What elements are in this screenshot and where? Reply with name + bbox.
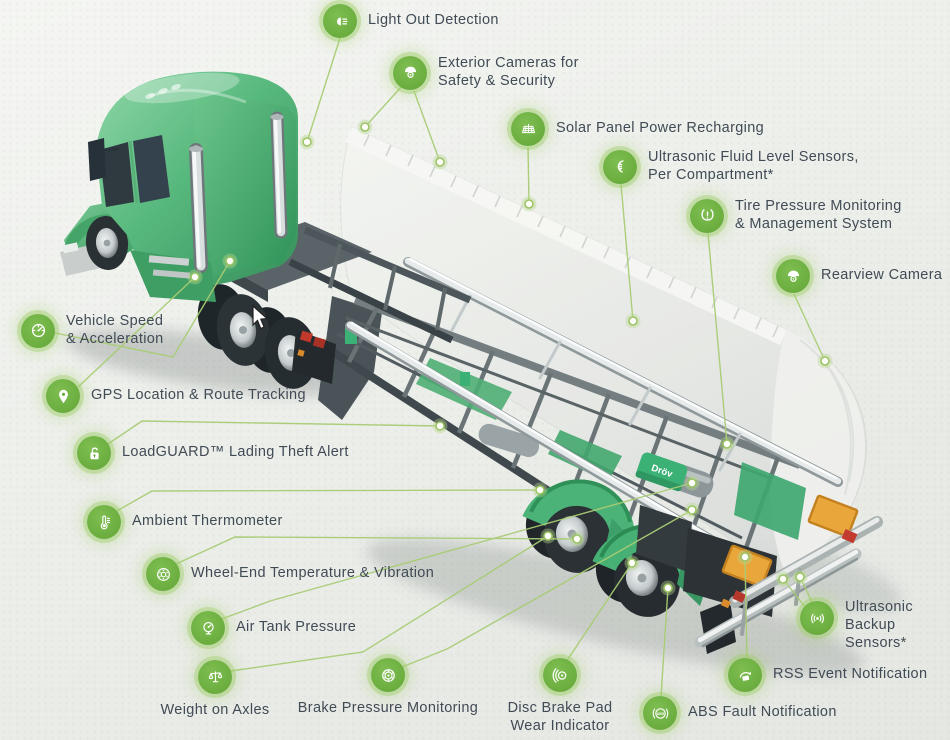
tail-lights [297, 330, 326, 357]
pressure-gauge-icon [191, 611, 225, 645]
callout-label: Ambient Thermometer [132, 513, 283, 530]
callout-label: Vehicle Speed & Acceleration [66, 313, 164, 347]
callout-label: Weight on Axles [160, 702, 270, 718]
solar-panel-icon [511, 112, 545, 146]
brake-disc-icon [371, 658, 405, 692]
callout-rearview-camera: Rearview Camera [776, 259, 942, 293]
drov-telematics-box: Dröv [635, 452, 688, 492]
callout-label: Ultrasonic Fluid Level Sensors, Per Comp… [648, 149, 859, 183]
callout-label: Exterior Cameras for Safety & Security [438, 55, 579, 89]
callout-label: Brake Pressure Monitoring [297, 700, 479, 716]
callout-abs-fault: ABS ABS Fault Notification [643, 696, 837, 730]
callout-label: LoadGUARD™ Lading Theft Alert [122, 444, 349, 461]
mouse-cursor [252, 304, 269, 330]
callout-disc-brake-pad: Disc Brake Pad Wear Indicator [480, 658, 640, 736]
callout-gps: GPS Location & Route Tracking [46, 379, 306, 413]
exhaust-stacks [189, 111, 288, 273]
fluid-level-sensor-icon [603, 149, 637, 184]
callout-label: Tire Pressure Monitoring & Management Sy… [735, 198, 902, 232]
callout-light-out-detection: Light Out Detection [323, 4, 499, 38]
callout-label: ABS Fault Notification [688, 704, 837, 721]
callout-solar-panel: Solar Panel Power Recharging [511, 112, 764, 146]
callout-label: Wheel-End Temperature & Vibration [191, 565, 435, 582]
wheel-hub-icon [146, 557, 180, 591]
callout-loadguard: LoadGUARD™ Lading Theft Alert [77, 436, 349, 470]
speedometer-icon [21, 313, 55, 348]
tanker-walkway [345, 127, 787, 345]
walkway-rails [345, 257, 843, 552]
mud-flap [292, 330, 336, 384]
callout-brake-pressure: Brake Pressure Monitoring [288, 658, 488, 718]
callout-weight-on-axles: Weight on Axles [135, 660, 295, 720]
callout-exterior-cameras: Exterior Cameras for Safety & Security [393, 55, 579, 91]
callout-connector-lines [54, 37, 826, 698]
rear-bumper-assembly [636, 494, 883, 654]
headlight-icon [323, 4, 357, 38]
mirror [88, 138, 106, 181]
brake-pad-icon [543, 658, 577, 692]
callout-label: Air Tank Pressure [236, 619, 357, 636]
callout-label: GPS Location & Route Tracking [91, 387, 306, 404]
callout-ultrasonic-backup: Ultrasonic Backup Sensors* [800, 599, 913, 653]
callout-fluid-level: Ultrasonic Fluid Level Sensors, Per Comp… [603, 149, 859, 185]
callout-label: RSS Event Notification [773, 666, 928, 683]
callout-air-tank: Air Tank Pressure [191, 611, 356, 645]
callout-ambient-thermometer: Ambient Thermometer [87, 505, 283, 539]
tractor: Dröv [60, 71, 472, 389]
headlight [62, 242, 79, 254]
dome-camera-icon [776, 259, 810, 293]
callout-vehicle-speed: Vehicle Speed & Acceleration [21, 313, 164, 349]
cab-step [148, 255, 190, 266]
callout-endpoint-dots [187, 119, 833, 596]
open-padlock-icon [77, 436, 111, 470]
callout-label: Solar Panel Power Recharging [556, 120, 765, 137]
callout-label: Ultrasonic Backup Sensors* [845, 599, 913, 651]
dome-camera-icon [393, 55, 427, 90]
location-pin-icon [46, 379, 80, 413]
callout-label: Rearview Camera [821, 267, 943, 284]
tire-pressure-icon [690, 198, 724, 233]
thermometer-icon [87, 505, 121, 539]
callout-tpms: Tire Pressure Monitoring & Management Sy… [690, 198, 902, 234]
abs-warning-icon: ABS [643, 696, 677, 730]
trailer-tail-lights [720, 528, 858, 609]
hazard-plates [721, 494, 859, 588]
callout-label: Light Out Detection [368, 12, 499, 29]
radar-waves-icon [800, 601, 834, 635]
rollover-arrow-icon [728, 658, 762, 692]
front-wheel [85, 216, 129, 270]
callout-rss-event: RSS Event Notification [728, 658, 927, 692]
svg-text:ABS: ABS [656, 711, 664, 715]
balance-scale-icon [198, 660, 232, 694]
callout-wheel-end: Wheel-End Temperature & Vibration [146, 557, 434, 591]
side-window [133, 135, 170, 203]
windshield [99, 142, 134, 207]
callout-label: Disc Brake Pad Wear Indicator [507, 700, 613, 734]
